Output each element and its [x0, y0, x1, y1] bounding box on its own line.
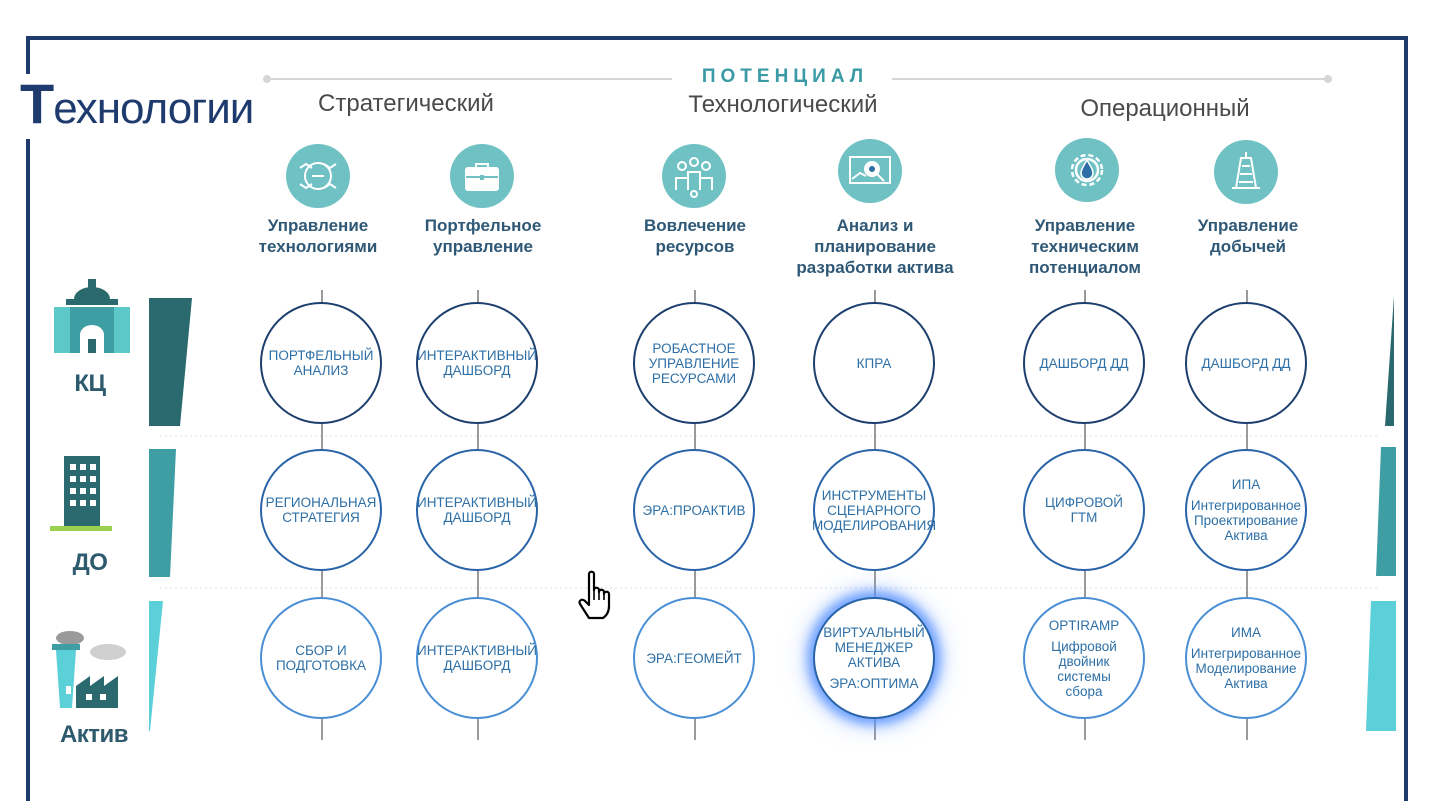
magnifier-chart-icon — [838, 139, 902, 203]
circle-ima[interactable]: ИМА Интегрированное Моделирование Актива — [1185, 597, 1307, 719]
circle-text: ВИРТУАЛЬНЫЙ МЕНЕДЖЕР АКТИВА — [823, 625, 925, 670]
circle-subtext: Интегрированное Моделирование Актива — [1190, 646, 1302, 691]
category-label-portfolio: Портфельное управление — [424, 216, 542, 256]
row-label-aktiv: Актив — [59, 721, 129, 748]
circle-text: ПОРТФЕЛЬНЫЙ АНАЛИЗ — [268, 348, 374, 378]
circle-text: ЭРА:ПРОАКТИВ — [642, 502, 746, 518]
row-marker-kc — [149, 298, 192, 426]
circle-subtext: ЭРА:ОПТИМА — [829, 676, 919, 691]
category-label-tech-potential: Управление техническим потенциалом — [1029, 216, 1141, 277]
row-label-kc: КЦ — [74, 370, 106, 397]
page-title-first-letter: Т — [20, 72, 54, 135]
category-label-resources: Вовлечение ресурсов — [644, 216, 746, 256]
circle-interactive-dashboard-do[interactable]: ИНТЕРАКТИВНЫЙ ДАШБОРД — [416, 449, 538, 571]
category-label-tech-mgmt: Управление технологиями — [258, 216, 378, 256]
row-markers-right — [1366, 296, 1396, 731]
oil-derrick-icon — [1214, 140, 1278, 204]
people-network-icon — [662, 144, 726, 208]
circle-text: ДАШБОРД ДД — [1039, 355, 1129, 371]
frame-border — [26, 36, 1408, 801]
circle-text: ИНТЕРАКТИВНЫЙ ДАШБОРД — [416, 643, 538, 673]
circle-virtual-asset-manager[interactable]: ВИРТУАЛЬНЫЙ МЕНЕДЖЕР АКТИВА ЭРА:ОПТИМА — [813, 597, 935, 719]
domed-building-icon — [54, 279, 130, 353]
circle-era-geomate[interactable]: ЭРА:ГЕОМЕЙТ — [633, 597, 755, 719]
circle-text: ЦИФРОВОЙ ГТМ — [1045, 495, 1123, 525]
circle-text: ИНТЕРАКТИВНЫЙ ДАШБОРД — [416, 495, 538, 525]
circle-text: ИПА — [1231, 477, 1261, 492]
circle-era-proactive[interactable]: ЭРА:ПРОАКТИВ — [633, 449, 755, 571]
office-building-icon — [50, 456, 112, 531]
row-marker-right-kc — [1385, 296, 1394, 426]
circle-text: РОБАСТНОЕ УПРАВЛЕНИЕ РЕСУРСАМИ — [648, 340, 740, 386]
row-marker-aktiv — [149, 601, 163, 731]
row-marker-right-do — [1376, 447, 1396, 576]
hand-pointer-icon — [578, 570, 611, 620]
circle-dashboard-dd-2[interactable]: ДАШБОРД ДД — [1185, 302, 1307, 424]
circle-robust-resource-mgmt[interactable]: РОБАСТНОЕ УПРАВЛЕНИЕ РЕСУРСАМИ — [633, 302, 755, 424]
group-technological: Технологический — [688, 91, 878, 118]
hands-circle-icon — [286, 144, 350, 208]
circle-text: СБОР И ПОДГОТОВКА — [275, 643, 367, 673]
circle-text: OPTIRAMP — [1048, 617, 1120, 633]
page-title: Технологии — [20, 72, 260, 139]
circle-text: РЕГИОНАЛЬНАЯ СТРАТЕГИЯ — [265, 495, 377, 525]
category-label-production: Управление добычей — [1197, 216, 1299, 256]
circle-portfolio-analysis[interactable]: ПОРТФЕЛЬНЫЙ АНАЛИЗ — [260, 302, 382, 424]
row-dividers — [160, 435, 1380, 589]
circle-kpra[interactable]: КПРА — [813, 302, 935, 424]
circle-subtext: Интегрированное Проектирование Актива — [1190, 498, 1302, 543]
group-operational: Операционный — [1080, 95, 1250, 122]
potential-heading: ПОТЕНЦИАЛ — [701, 66, 869, 87]
circle-text: ИНТЕРАКТИВНЫЙ ДАШБОРД — [416, 348, 538, 378]
row-label-do: ДО — [72, 549, 108, 576]
category-label-analysis: Анализ и планирование разработки актива — [796, 216, 954, 277]
factory-icon — [52, 631, 126, 708]
circle-text: КПРА — [856, 355, 892, 371]
circle-text: ИМА — [1231, 625, 1261, 640]
gear-drop-icon — [1055, 138, 1119, 202]
circle-digital-gtm[interactable]: ЦИФРОВОЙ ГТМ — [1023, 449, 1145, 571]
circle-interactive-dashboard-kc[interactable]: ИНТЕРАКТИВНЫЙ ДАШБОРД — [416, 302, 538, 424]
row-marker-do — [149, 449, 176, 577]
circle-text: ЭРА:ГЕОМЕЙТ — [646, 650, 742, 666]
briefcase-icon — [450, 144, 514, 208]
potential-line — [263, 75, 1332, 83]
circle-scenario-modeling[interactable]: ИНСТРУМЕНТЫ СЦЕНАРНОГО МОДЕЛИРОВАНИЯ — [811, 449, 937, 571]
circle-optiramp[interactable]: OPTIRAMP Цифровой двойник системы сбора — [1023, 597, 1145, 719]
circle-text: ИНСТРУМЕНТЫ СЦЕНАРНОГО МОДЕЛИРОВАНИЯ — [811, 487, 937, 533]
circle-dashboard-dd-1[interactable]: ДАШБОРД ДД — [1023, 302, 1145, 424]
circle-text: ДАШБОРД ДД — [1201, 355, 1291, 371]
page-title-rest: ехнологии — [53, 84, 254, 133]
row-marker-right-aktiv — [1366, 601, 1396, 731]
circle-interactive-dashboard-aktiv[interactable]: ИНТЕРАКТИВНЫЙ ДАШБОРД — [416, 597, 538, 719]
group-strategic: Стратегический — [318, 90, 494, 117]
circle-ipa[interactable]: ИПА Интегрированное Проектирование Актив… — [1185, 449, 1307, 571]
row-markers-left — [149, 298, 192, 731]
circle-regional-strategy[interactable]: РЕГИОНАЛЬНАЯ СТРАТЕГИЯ — [260, 449, 382, 571]
circle-subtext: Цифровой двойник системы сбора — [1051, 638, 1117, 699]
circle-collection-preparation[interactable]: СБОР И ПОДГОТОВКА — [260, 597, 382, 719]
